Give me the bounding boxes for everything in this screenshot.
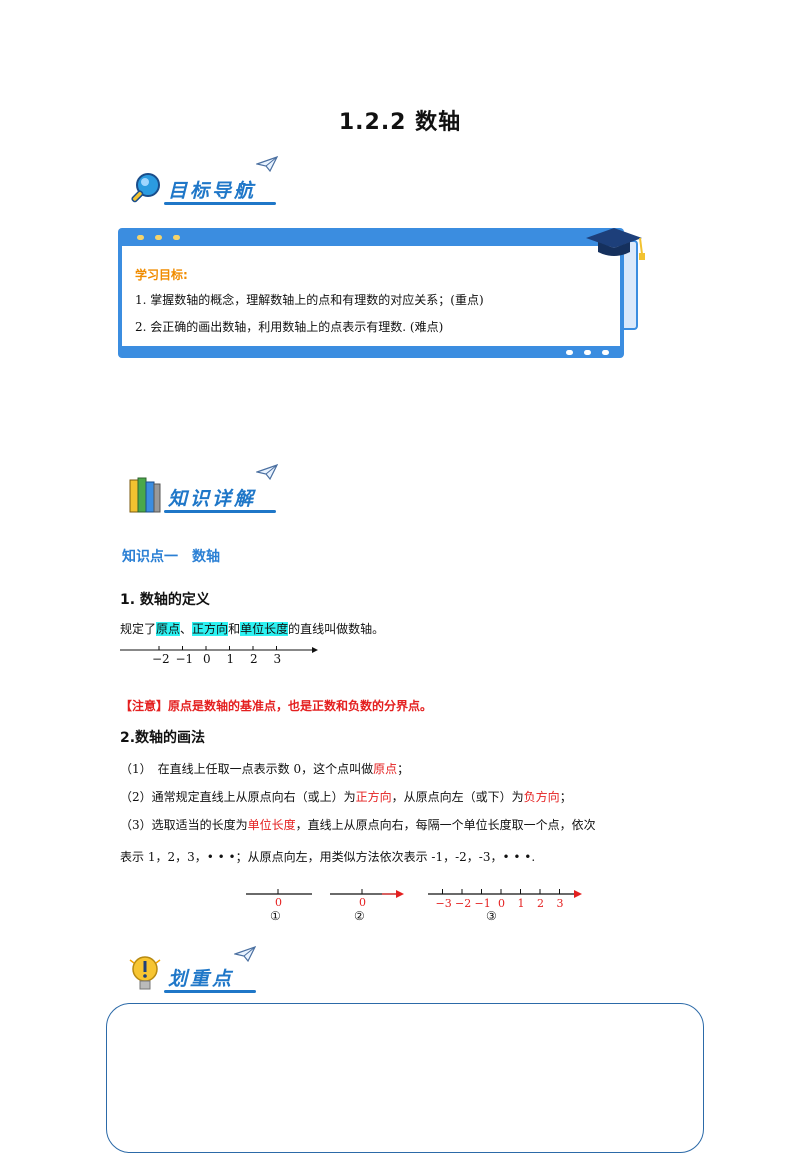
- def-text-part: 规定了: [120, 622, 157, 636]
- definition-heading: 1. 数轴的定义: [120, 592, 210, 608]
- section-underline: [164, 990, 256, 993]
- step-text: （2）通常规定直线上从原点向右（或上）为: [120, 790, 356, 804]
- section-title-goals: 目标导航: [168, 180, 257, 202]
- goal-card-topbar: [118, 228, 624, 246]
- def-text-part: 的直线叫做数轴。: [288, 622, 385, 636]
- step-2: （2）通常规定直线上从原点向右（或上）为正方向，从原点向左（或下）为负方向；: [120, 788, 572, 805]
- page-title: 1.2.2 数轴: [338, 110, 462, 135]
- section-title-knowledge: 知识详解: [168, 488, 257, 510]
- step-text: ；: [397, 762, 410, 776]
- magnifier-icon: [131, 173, 160, 203]
- highlight-origin: 原点: [156, 622, 181, 636]
- paper-plane-icon: [256, 464, 278, 480]
- section-underline: [164, 202, 276, 205]
- term-unit-length: 单位长度: [247, 818, 296, 832]
- paper-plane-icon: [234, 946, 256, 962]
- step-text: （3）选取适当的长度为: [120, 818, 248, 832]
- step-1: （1） 在直线上任取一点表示数 0，这个点叫做原点；: [120, 760, 409, 777]
- axis-tick-label: 3: [557, 897, 564, 910]
- axis-tick-label: −2: [455, 897, 471, 910]
- axis-tick-label: 0: [203, 652, 211, 666]
- highlight-unit-length: 单位长度: [240, 622, 289, 636]
- goal-label: 学习目标:: [135, 268, 188, 282]
- def-text-part: 、: [180, 622, 193, 636]
- section-underline: [164, 510, 276, 513]
- axis-tick-label: 0: [498, 897, 505, 910]
- axis-tick-label: 2: [537, 897, 544, 910]
- term-origin: 原点: [373, 762, 398, 776]
- term-positive-direction: 正方向: [355, 790, 392, 804]
- key-points-box: [106, 1003, 704, 1153]
- fig1-number: ①: [270, 909, 281, 923]
- axis-tick-label: −1: [176, 652, 194, 666]
- axis-tick-label: −2: [152, 652, 170, 666]
- step-3-continued: 表示 1，2，3，• • •；从原点向左，用类似方法依次表示 -1，-2，-3，…: [120, 850, 536, 864]
- step-text: ，直线上从原点向右，每隔一个单位长度取一个点，依次: [295, 818, 596, 832]
- fig3-number: ③: [486, 909, 497, 923]
- step-3: （3）选取适当的长度为单位长度，直线上从原点向右，每隔一个单位长度取一个点，依次: [120, 816, 596, 833]
- decor-dot: [155, 235, 162, 240]
- drawing-heading: 2.数轴的画法: [120, 730, 206, 746]
- fig2-zero-label: 0: [359, 896, 366, 909]
- definition-text: 规定了原点、正方向和单位长度的直线叫做数轴。: [120, 620, 384, 637]
- graduation-cap-icon: [586, 228, 645, 260]
- def-text-part: 和: [228, 622, 241, 636]
- target-nav-header: 目标导航: [128, 156, 288, 208]
- decor-dot: [137, 235, 144, 240]
- number-line-figure: −2 −1 0 1 2 3: [120, 646, 318, 666]
- paper-plane-icon: [256, 156, 278, 172]
- section-title-key-points: 划重点: [168, 968, 235, 990]
- decor-dot: [584, 350, 591, 355]
- decor-dot: [173, 235, 180, 240]
- axis-tick-label: −1: [475, 897, 491, 910]
- step-text: ，从原点向左（或下）为: [391, 790, 524, 804]
- step-text: ；: [559, 790, 572, 804]
- fig1-zero-label: 0: [275, 896, 282, 909]
- books-icon: [129, 477, 161, 513]
- fig2-number: ②: [354, 909, 365, 923]
- axis-tick-label: 1: [227, 652, 235, 666]
- goal-item-2: 2. 会正确的画出数轴，利用数轴上的点表示有理数. (难点): [135, 320, 444, 334]
- axis-tick-label: 2: [250, 652, 258, 666]
- step-text: （1） 在直线上任取一点表示数 0，这个点叫做: [120, 762, 374, 776]
- term-negative-direction: 负方向: [523, 790, 560, 804]
- goal-item-1: 1. 掌握数轴的概念，理解数轴上的点和有理数的对应关系；(重点): [135, 293, 484, 307]
- lightbulb-icon: [129, 956, 161, 990]
- axis-tick-label: −3: [436, 897, 452, 910]
- knowledge-point-title: 知识点一 数轴: [122, 549, 220, 565]
- note-text: 【注意】原点是数轴的基准点，也是正数和负数的分界点。: [120, 699, 433, 713]
- decor-dot: [566, 350, 573, 355]
- axis-tick-label: 1: [518, 897, 525, 910]
- goal-card-bottombar: [118, 346, 624, 358]
- decor-dot: [602, 350, 609, 355]
- axis-tick-label: 3: [274, 652, 282, 666]
- highlight-positive-direction: 正方向: [192, 622, 229, 636]
- key-points-header: 划重点: [128, 946, 268, 996]
- knowledge-header: 知识详解: [128, 464, 288, 518]
